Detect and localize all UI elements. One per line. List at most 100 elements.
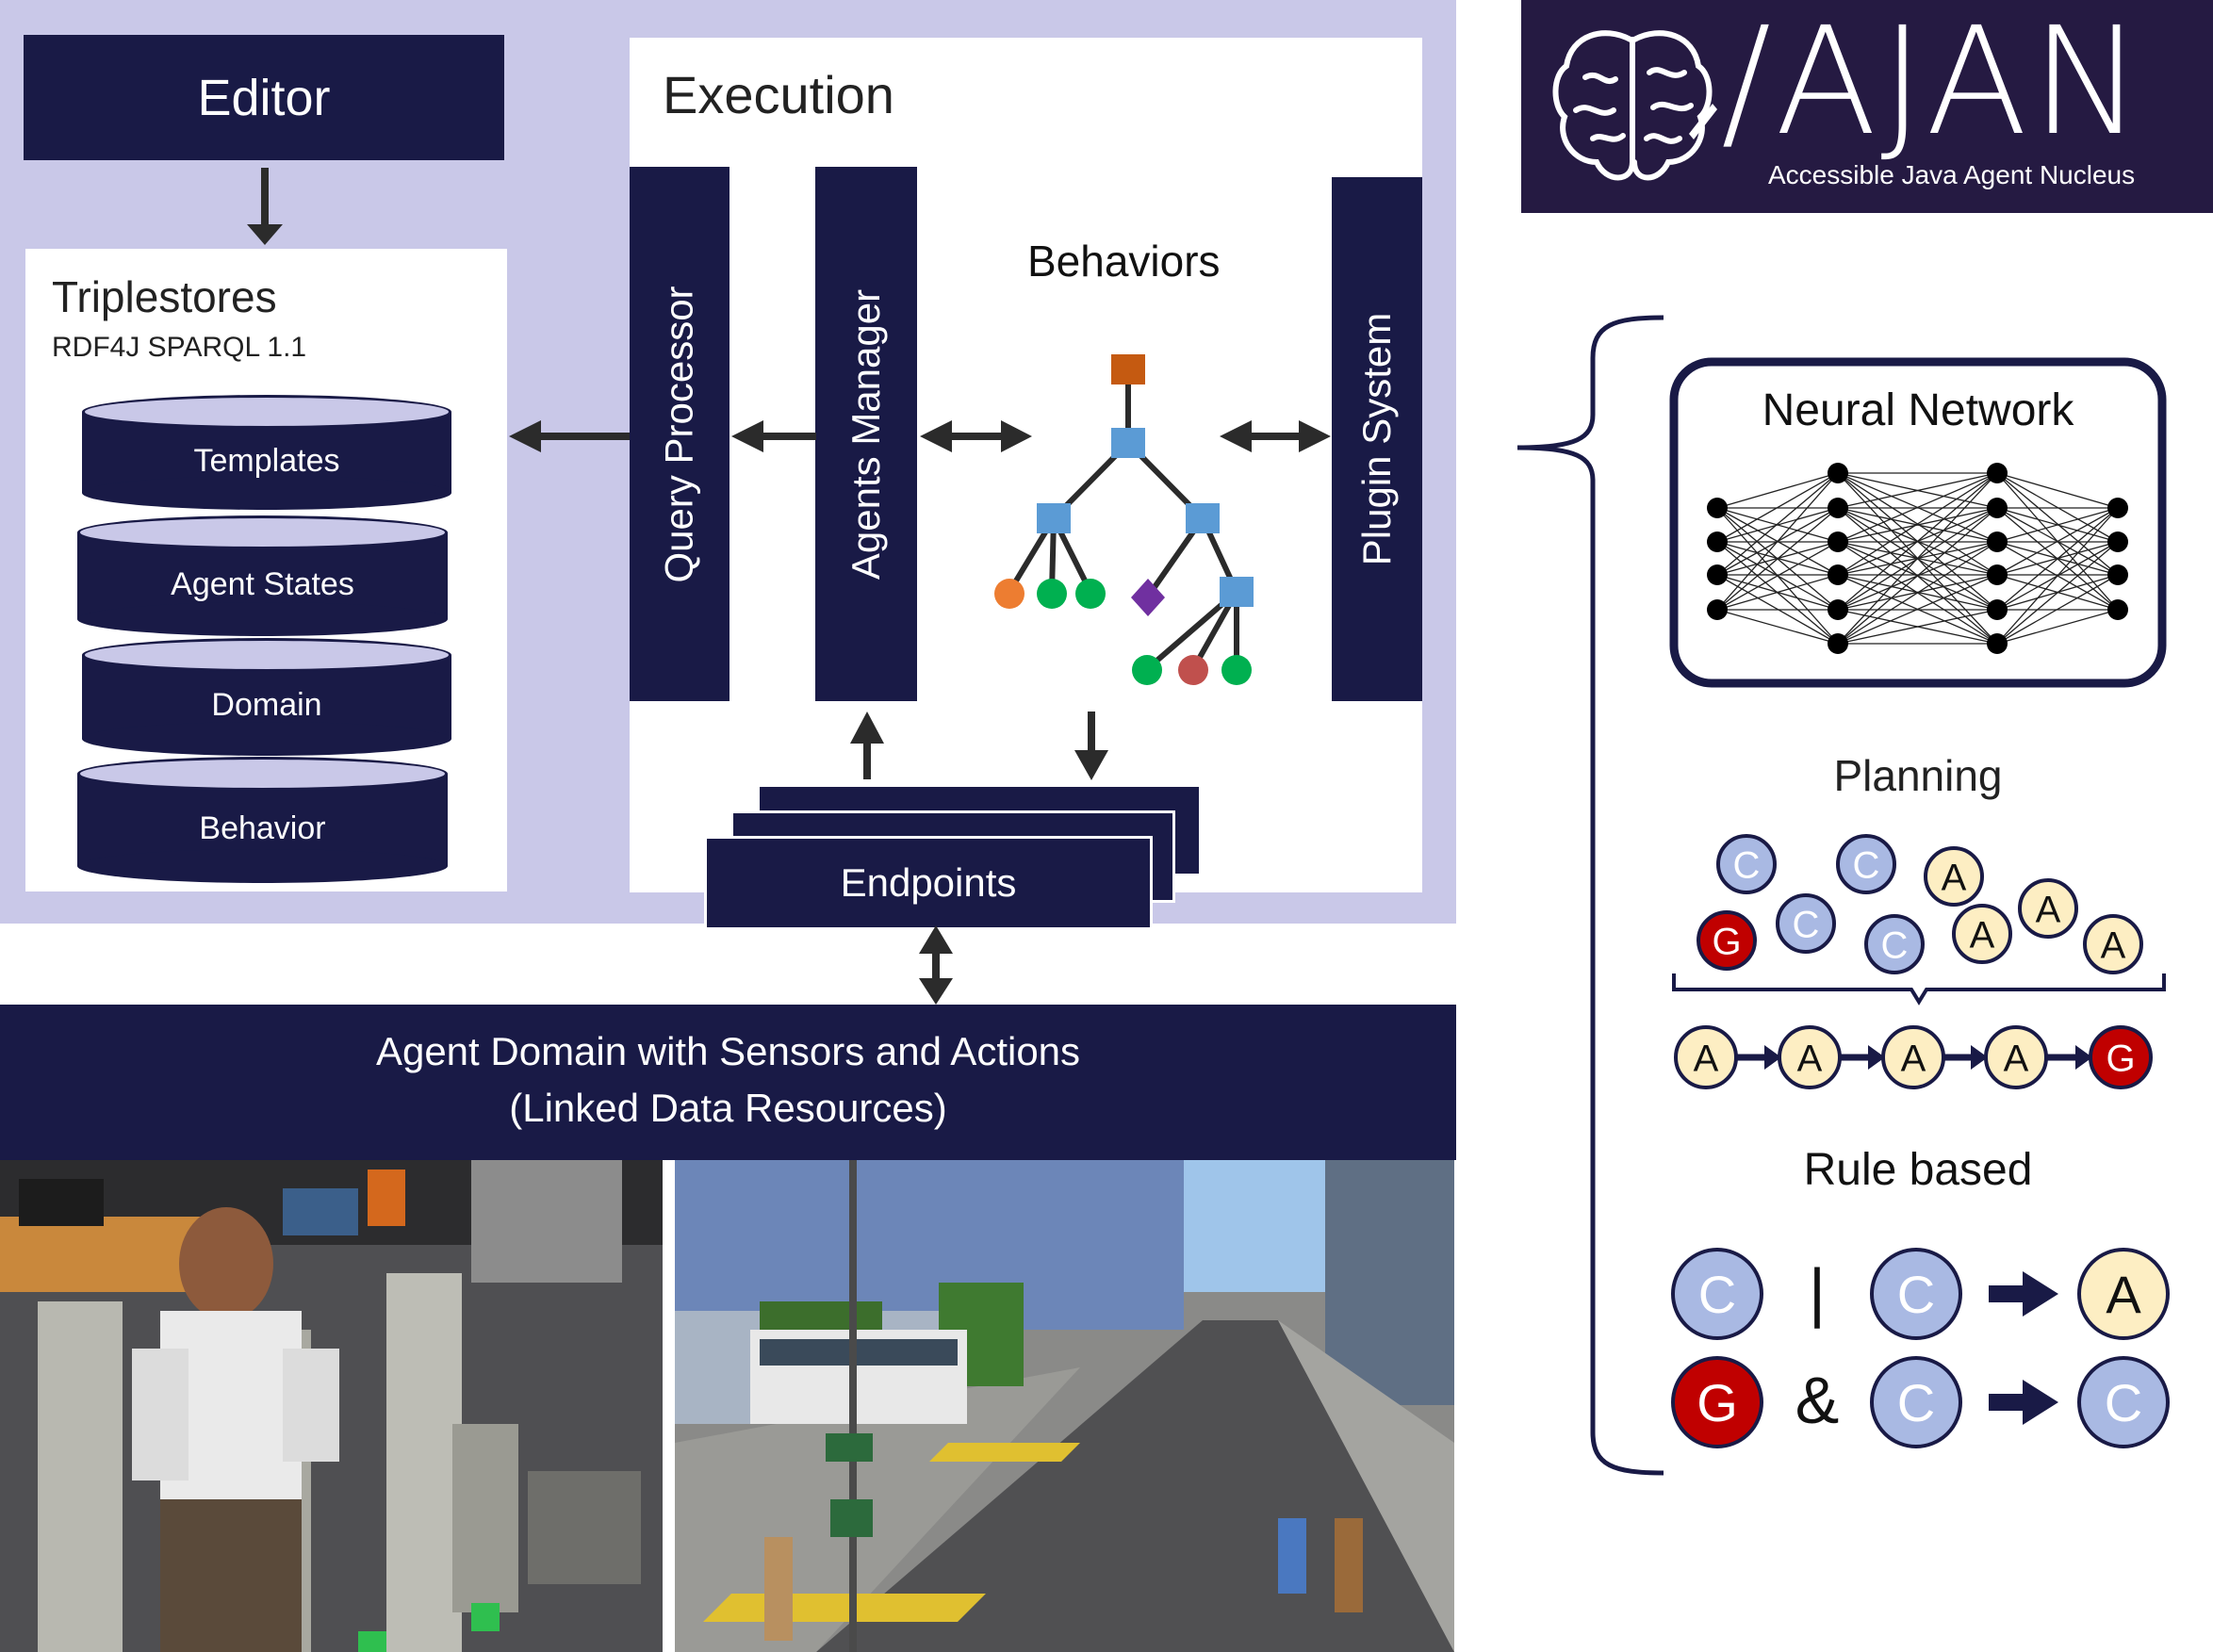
planning-pool-node: A (2083, 914, 2143, 974)
nn-edge (1837, 609, 1998, 645)
planning-chain-node: A (1881, 1025, 1945, 1089)
planning-chain-node: A (1778, 1025, 1842, 1089)
planning-chain-node-circle (1881, 1025, 1945, 1089)
nn-node (1987, 463, 2008, 483)
chain-arrowhead (1868, 1045, 1885, 1070)
planning-pool-node-circle (1776, 893, 1836, 954)
nn-edge (1996, 507, 2119, 611)
nn-node (1987, 564, 2008, 585)
rule-mid-node-circle (1870, 1356, 1962, 1448)
planning-pool-node: A (2018, 878, 2078, 939)
nn-node (1707, 498, 1728, 518)
rule-arrowhead (2023, 1271, 2058, 1317)
rule-left-node-circle (1671, 1356, 1763, 1448)
agent-domain-banner: Agent Domain with Sensors and Actions (L… (0, 1005, 1456, 1160)
tree-selector-node (1111, 428, 1145, 458)
tree-left-node (1037, 503, 1071, 533)
triplestores-title: Triplestores (52, 272, 277, 321)
tree-root-node (1111, 354, 1145, 384)
execution-title: Execution (663, 65, 894, 124)
nn-edge (1996, 472, 2119, 509)
nn-edge (1837, 472, 1998, 509)
nn-node (1707, 564, 1728, 585)
arrow-agents-to-query (731, 420, 816, 452)
nn-node (1828, 633, 1848, 654)
planning-pool-node-letter: C (1733, 844, 1761, 886)
nn-node (1707, 599, 1728, 620)
planning-pool-node-circle (1836, 834, 1896, 894)
editor-label: Editor (197, 69, 331, 126)
plugins-brace (1516, 315, 1664, 1476)
planning-pool-node-letter: A (2101, 924, 2126, 966)
rule-mid-node-circle (1870, 1248, 1962, 1340)
nn-node (2107, 532, 2128, 552)
nn-edge (1996, 541, 2119, 645)
arrow-agents-behaviors-bidir (920, 420, 1032, 452)
ajan-logo-tagline: Accessible Java Agent Nucleus (1768, 160, 2136, 189)
db-agent-states-label: Agent States (171, 565, 354, 602)
rule-left-node-letter: C (1698, 1265, 1736, 1324)
planning-chain-node: A (1674, 1025, 1738, 1089)
nn-node (1987, 633, 2008, 654)
query-processor-bar: Query Processor (630, 167, 729, 701)
nn-node (1828, 463, 1848, 483)
nn-edge (1716, 507, 1839, 611)
nn-edge (1716, 472, 1839, 611)
agent-domain-line2: (Linked Data Resources) (509, 1086, 947, 1130)
planning-chain-node-circle (1778, 1025, 1842, 1089)
rule-result-node: A (2077, 1248, 2170, 1340)
planning-chain-node-letter: A (1694, 1038, 1719, 1079)
nn-edge (1716, 507, 1839, 543)
arrow-editor-to-triplestores (247, 168, 283, 245)
rule-left-node-circle (1671, 1248, 1763, 1340)
triplestores-panel: Triplestores RDF4J SPARQL 1.1 Templates … (25, 249, 507, 891)
planning-pool-node-letter: C (1793, 904, 1820, 945)
rule-mid-node-letter: C (1897, 1265, 1935, 1324)
nn-edge (1837, 507, 1998, 543)
rule-arrow-shaft (1989, 1394, 2026, 1411)
planning-brace (1672, 973, 2166, 1006)
ajan-logo: /AJAN Accessible Java Agent Nucleus (1521, 0, 2213, 213)
nn-edge (1716, 574, 1839, 611)
rule-result-node-letter: C (2105, 1373, 2142, 1432)
tree-leaf-green-3 (1132, 655, 1162, 685)
tree-leaf-red (1178, 655, 1208, 685)
planning-pool-node-letter: G (1712, 921, 1741, 962)
nn-node (1987, 498, 2008, 518)
agent-domain-line1: Agent Domain with Sensors and Actions (375, 1029, 1081, 1073)
db-templates-label: Templates (193, 442, 340, 479)
nn-edge (1837, 472, 1998, 645)
nn-node (2107, 564, 2128, 585)
nn-edge (1837, 507, 1998, 645)
triplestores-subtitle: RDF4J SPARQL 1.1 (52, 332, 307, 363)
planning-chain-node-circle (2089, 1025, 2153, 1089)
nn-edge (1996, 507, 2119, 576)
nn-edge (1837, 472, 1998, 543)
planning-label: Planning (1833, 751, 2003, 800)
neural-network-box (1669, 357, 2167, 688)
tree-leaf-green-4 (1221, 655, 1252, 685)
nn-node (1828, 599, 1848, 620)
db-behavior: Behavior (77, 757, 448, 883)
planning-pool-node-letter: A (1942, 857, 1967, 898)
tree-leaf-orange (994, 579, 1025, 609)
rule-result-node-letter: A (2106, 1265, 2141, 1324)
planning-chain-node-letter: A (2004, 1038, 2029, 1079)
chain-arrowhead (1971, 1045, 1988, 1070)
rule-left-node-letter: G (1697, 1373, 1738, 1432)
rule-arrow-shaft (1989, 1285, 2026, 1302)
endpoints-label: Endpoints (840, 860, 1017, 905)
planning-pool-node-circle (1716, 834, 1777, 894)
rule-mid-node-letter: C (1897, 1373, 1935, 1432)
planning-pool-node-circle (2018, 878, 2078, 939)
neural-network-edges (1716, 472, 2119, 645)
tree-leaf-green-1 (1037, 579, 1067, 609)
nn-node (2107, 498, 2128, 518)
nn-node (2107, 599, 2128, 620)
brain-pencil-icon (1552, 30, 1717, 181)
planning-pool-node: C (1836, 834, 1896, 894)
planning-pool-node-circle (1697, 910, 1757, 971)
planning-pool-node: C (1864, 914, 1925, 974)
